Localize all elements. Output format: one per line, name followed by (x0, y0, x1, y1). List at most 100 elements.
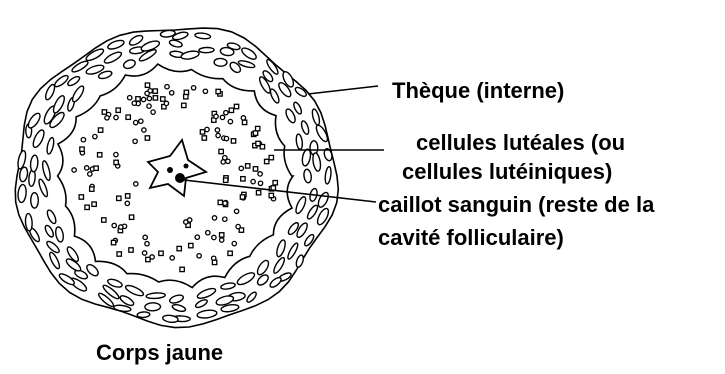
label-theque: Thèque (interne) (392, 79, 564, 103)
theca-cell (37, 178, 49, 197)
theca-cell (269, 88, 281, 104)
luteal-cell (224, 111, 228, 115)
theca-cell (31, 193, 39, 208)
theca-cell (303, 169, 312, 184)
luteal-cell (93, 134, 97, 138)
theca-cell (46, 209, 58, 225)
theca-cell (122, 58, 136, 70)
luteal-cell (195, 235, 199, 239)
luteal-cell (94, 166, 98, 170)
theca-cell (324, 166, 332, 184)
luteal-cell (134, 120, 138, 124)
theca-cell (272, 256, 286, 274)
luteal-cell (241, 116, 245, 120)
theca-cell (197, 309, 218, 319)
theca-cell (45, 240, 61, 255)
luteal-cell (150, 255, 154, 259)
theca-cell (255, 259, 270, 277)
luteal-cell (269, 193, 273, 197)
luteal-cell (215, 128, 219, 132)
theca-cell (145, 303, 161, 311)
luteal-cell (147, 96, 151, 100)
theca-cell (172, 303, 187, 312)
luteal-cell (165, 85, 169, 89)
theca-cell (236, 271, 257, 287)
luteal-cell (251, 179, 255, 183)
theca-cell (245, 291, 257, 304)
luteal-cell (205, 127, 209, 131)
luteal-cell (90, 187, 94, 191)
luteal-cell (214, 114, 218, 118)
luteal-cell (241, 177, 245, 181)
luteal-cell (129, 215, 133, 219)
luteal-cell (170, 91, 174, 95)
luteal-cell (85, 166, 89, 170)
luteal-cell (117, 252, 121, 256)
luteal-cell (153, 89, 157, 93)
luteal-cell (258, 181, 262, 185)
luteal-cell (224, 178, 228, 182)
theca-cell (169, 39, 183, 48)
luteal-cell (256, 141, 260, 145)
luteal-cell (229, 108, 233, 112)
theca-cell (17, 150, 28, 170)
luteal-cell (212, 260, 216, 264)
luteal-cell (253, 131, 257, 135)
theca-cell (31, 128, 46, 148)
luteal-cell (231, 139, 235, 143)
luteal-cell (253, 167, 257, 171)
luteal-cell (206, 231, 210, 235)
luteal-cell (147, 104, 151, 108)
luteal-cell (126, 115, 130, 119)
luteal-cell (202, 136, 206, 140)
theca-cell (26, 111, 42, 129)
luteal-cell (136, 97, 140, 101)
luteal-cell (184, 220, 188, 224)
luteal-cell (88, 172, 92, 176)
label-blood-clot-line2: cavité folliculaire) (378, 226, 564, 250)
luteal-cell (114, 152, 118, 156)
theca-cell (46, 137, 55, 155)
luteal-cell (246, 164, 250, 168)
luteal-cell (153, 96, 157, 100)
luteal-cell (145, 91, 149, 95)
clot-dot (167, 167, 173, 173)
luteal-cell (79, 195, 83, 199)
luteal-cell (92, 202, 96, 206)
theca-cell (275, 239, 287, 258)
luteal-cell (273, 181, 277, 185)
theca-cell (124, 284, 144, 298)
luteal-cell (125, 201, 129, 205)
luteal-cell (236, 224, 240, 228)
luteal-cell (234, 209, 238, 213)
luteal-cell (216, 133, 220, 137)
luteal-cell (219, 149, 223, 153)
luteal-cell (72, 168, 76, 172)
theca-cell (294, 86, 308, 98)
luteal-cell (128, 96, 132, 100)
luteal-cell (189, 243, 193, 247)
luteal-cell (114, 115, 118, 119)
theca-cell (269, 276, 283, 289)
luteal-cell (220, 238, 224, 242)
theca-cell (146, 292, 166, 299)
luteal-cell (256, 126, 260, 130)
luteal-cell (180, 267, 184, 271)
luteal-cell (269, 155, 273, 159)
theca-cell (44, 224, 55, 238)
luteal-cell (141, 97, 145, 101)
luteal-cell (242, 120, 246, 124)
luteal-cell (142, 251, 146, 255)
luteal-cell (143, 235, 147, 239)
luteal-cell (134, 182, 138, 186)
theca-cell (51, 94, 66, 114)
luteal-cell (119, 225, 123, 229)
theca-cell (240, 46, 258, 61)
luteal-cell (145, 83, 149, 87)
luteal-cell (258, 172, 262, 176)
luteal-cell (223, 217, 227, 221)
luteal-cell (159, 251, 163, 255)
luteal-cell (265, 159, 269, 163)
luteal-cell (161, 97, 165, 101)
